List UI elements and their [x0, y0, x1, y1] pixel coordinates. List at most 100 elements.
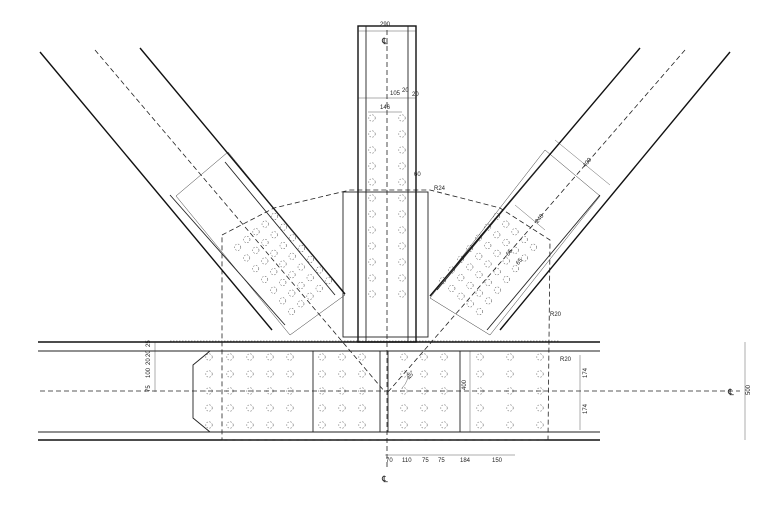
bolt-hole — [536, 353, 544, 361]
bolt-hole — [502, 257, 510, 265]
label-65a: 65 — [505, 248, 514, 257]
bolt-hole — [466, 281, 474, 289]
bolt-hole — [476, 353, 484, 361]
label-174b: 174 — [583, 403, 589, 414]
bolt-hole — [286, 421, 294, 429]
bolt-hole — [205, 387, 213, 395]
bolt-hole — [493, 231, 501, 239]
bolt-hole — [338, 421, 346, 429]
bolt-hole — [466, 300, 474, 308]
bolt-hole — [279, 260, 287, 268]
bolt-hole — [440, 370, 448, 378]
bolt-hole — [368, 194, 376, 202]
bolt-hole — [252, 228, 260, 236]
bolt-hole — [318, 404, 326, 412]
bolt-hole — [420, 370, 428, 378]
label-r20-lower: R20 — [560, 357, 572, 363]
bolt-hole — [484, 297, 492, 305]
bolt-hole — [358, 404, 366, 412]
bolt-hole — [226, 387, 234, 395]
label-60: 60 — [414, 172, 421, 178]
bolt-hole — [368, 178, 376, 186]
bolt-hole — [398, 290, 406, 298]
bolt-hole — [266, 421, 274, 429]
centerline-symbol-top: ℄ — [381, 36, 388, 46]
bolt-hole — [511, 228, 519, 236]
bolt-hole — [234, 243, 242, 251]
bolt-hole — [502, 275, 510, 283]
bolt-hole — [368, 242, 376, 250]
bolt-hole — [288, 289, 296, 297]
label-20: 20 — [146, 350, 152, 357]
bolt-hole — [493, 268, 501, 276]
bolt-hole — [420, 353, 428, 361]
bolt-hole — [261, 257, 269, 265]
bolt-hole — [286, 353, 294, 361]
bolt-hole — [246, 370, 254, 378]
bolt-hole — [306, 292, 314, 300]
bolt-hole — [338, 370, 346, 378]
label-400-brace: 400 — [582, 157, 593, 169]
bolt-hole — [398, 130, 406, 138]
bolt-hole — [529, 243, 537, 251]
label-184: 184 — [460, 458, 471, 464]
label-100: 100 — [146, 367, 152, 378]
bolt-hole — [448, 266, 456, 274]
bolt-hole — [226, 404, 234, 412]
bolt-hole — [400, 404, 408, 412]
bolt-hole — [457, 292, 465, 300]
bolt-hole — [520, 236, 528, 243]
label-290: 290 — [380, 22, 391, 28]
bolt-hole — [484, 242, 492, 250]
bolt-hole — [358, 353, 366, 361]
bolt-hole — [246, 353, 254, 361]
bolt-hole — [457, 274, 465, 282]
bolt-hole — [368, 162, 376, 170]
gusset-plate — [170, 189, 560, 441]
bolt-hole — [261, 239, 269, 247]
bolt-hole — [368, 130, 376, 138]
bolt-hole — [398, 258, 406, 266]
label-500: 500 — [746, 384, 752, 395]
bolt-hole — [266, 387, 274, 395]
bolt-hole — [368, 146, 376, 154]
bolt-hole — [484, 223, 492, 231]
bolt-hole — [511, 265, 519, 273]
label-75b: 75 — [438, 458, 445, 464]
bolt-hole — [246, 387, 254, 395]
bolt-hole — [358, 421, 366, 429]
bolt-hole — [457, 255, 465, 263]
label-70: 70 — [386, 458, 393, 464]
bolt-hole — [440, 387, 448, 395]
bolt-hole — [493, 212, 501, 220]
bolt-hole — [506, 421, 514, 429]
bolt-hole — [476, 421, 484, 429]
bolt-hole — [398, 242, 406, 250]
bolt-hole — [252, 265, 260, 273]
bolt-holes — [205, 114, 544, 429]
left-diagonal-brace — [39, 47, 386, 393]
bolt-hole — [506, 353, 514, 361]
bolt-hole — [226, 353, 234, 361]
bolt-hole — [536, 421, 544, 429]
label-105: 105 — [390, 91, 401, 97]
label-angle: 45° — [407, 370, 417, 381]
label-25: 25 — [146, 340, 152, 347]
bolt-hole — [398, 194, 406, 202]
bolt-hole — [398, 226, 406, 234]
bolt-hole — [205, 370, 213, 378]
bolt-hole — [484, 260, 492, 268]
bolt-hole — [400, 370, 408, 378]
bolt-hole — [261, 220, 269, 228]
bolt-hole — [506, 370, 514, 378]
bolt-hole — [368, 258, 376, 266]
bolt-hole — [484, 278, 492, 286]
bolt-hole — [286, 404, 294, 412]
bolt-hole — [476, 404, 484, 412]
bolt-hole — [420, 421, 428, 429]
bolt-hole — [439, 277, 447, 285]
bolt-hole — [338, 353, 346, 361]
bolt-hole — [440, 353, 448, 361]
bolt-hole — [400, 387, 408, 395]
bolt-hole — [297, 245, 305, 253]
